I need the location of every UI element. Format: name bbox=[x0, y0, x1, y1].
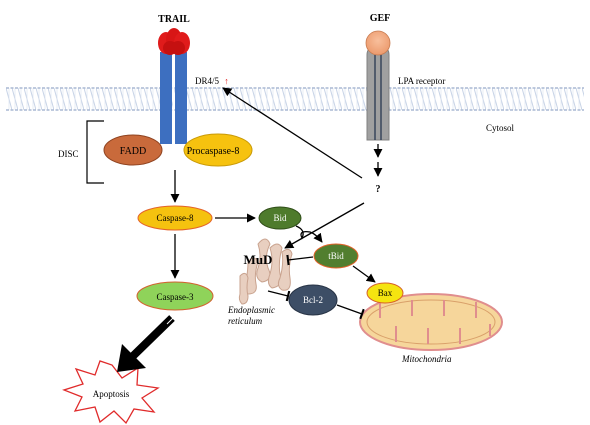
caspase3-label: Caspase-3 bbox=[157, 292, 194, 302]
fadd-label: FADD bbox=[120, 146, 146, 157]
caspase8-label: Caspase-8 bbox=[157, 213, 194, 223]
gef-label: GEF bbox=[370, 13, 391, 24]
gef-ligand bbox=[365, 30, 391, 56]
mud-label: MuD bbox=[244, 252, 273, 267]
arrow-unknown-to-mud bbox=[284, 202, 365, 249]
pathway-edges bbox=[170, 87, 383, 320]
procaspase8-label: Procaspase-8 bbox=[187, 146, 240, 157]
tbid-node bbox=[313, 243, 359, 269]
bid-node bbox=[258, 206, 302, 230]
caspase3-node bbox=[136, 281, 214, 311]
inhibit-mud-to-bcl2 bbox=[267, 290, 291, 302]
er-label: Endoplasmic reticulum bbox=[227, 305, 277, 326]
arrow-unknown-to-dr45 bbox=[222, 87, 363, 179]
disc-bracket bbox=[86, 120, 104, 184]
dr45-label: DR4/5 ↑ bbox=[195, 76, 229, 86]
arrow-tbid-to-bax bbox=[352, 265, 376, 283]
trail-ligand bbox=[158, 28, 190, 55]
bid-label: Bid bbox=[273, 213, 287, 223]
endoplasmic-reticulum-shape bbox=[238, 238, 293, 305]
fadd-node bbox=[103, 134, 163, 166]
cytosol-label: Cytosol bbox=[486, 123, 515, 133]
caspase8-node bbox=[137, 205, 213, 231]
bax-node bbox=[366, 282, 404, 304]
dr45-receptor bbox=[160, 52, 187, 144]
mitochondrion-shape bbox=[359, 293, 503, 351]
inhibit-bcl2-to-mito bbox=[336, 304, 365, 320]
lpa-receptor bbox=[366, 45, 390, 141]
disc-label: DISC bbox=[58, 149, 79, 159]
tbid-label: tBid bbox=[328, 251, 344, 261]
trail-label: TRAIL bbox=[158, 14, 190, 25]
apoptosis-label: Apoptosis bbox=[93, 389, 130, 399]
cell-membrane bbox=[6, 87, 584, 111]
arrow-caspase3-to-apoptosis bbox=[117, 315, 176, 372]
inhibit-tbid-to-mud bbox=[286, 254, 314, 266]
bax-label: Bax bbox=[378, 288, 393, 298]
lpa-receptor-label: LPA receptor bbox=[398, 76, 445, 86]
bcl2-label: Bcl-2 bbox=[303, 295, 323, 305]
apoptosis-burst bbox=[62, 360, 160, 425]
procaspase8-node bbox=[183, 133, 253, 167]
unknown-node-label: ? bbox=[376, 184, 381, 195]
mitochondria-label: Mitochondria bbox=[401, 354, 452, 364]
arrow-bid-to-tbid bbox=[295, 225, 323, 243]
